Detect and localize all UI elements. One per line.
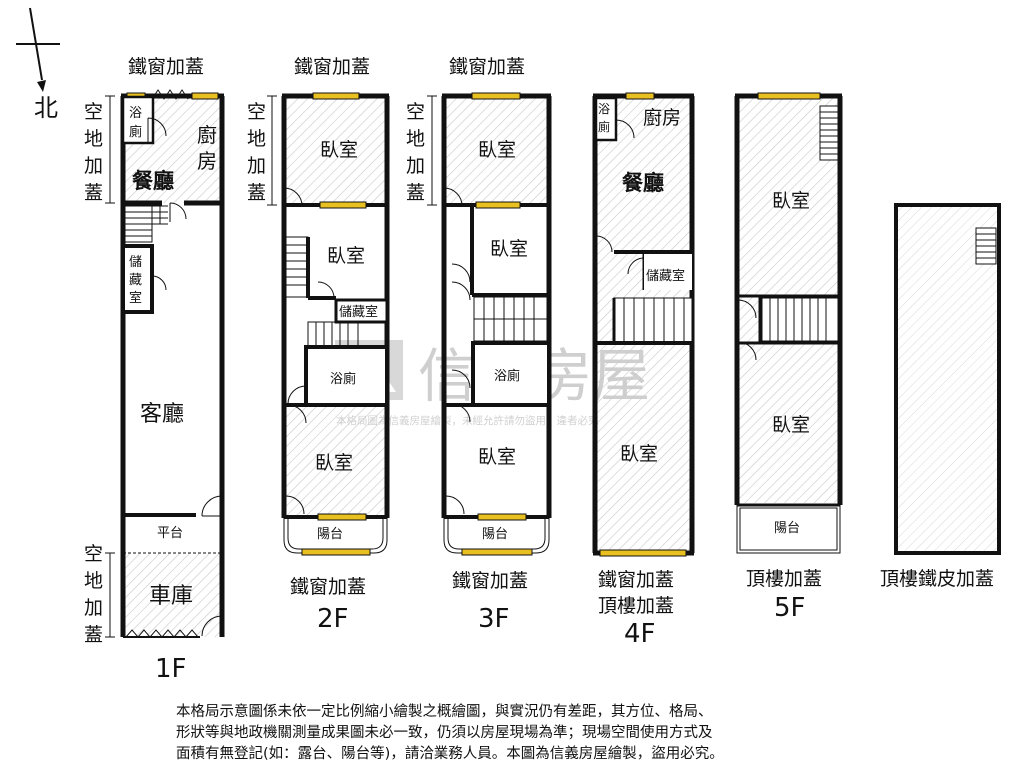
f2-bedroom-2: 臥室	[327, 245, 365, 267]
north-compass: 北	[16, 7, 60, 122]
f4-iron-window-label: 鐵窗加蓋	[598, 569, 674, 591]
f1-storage-label-1: 儲	[129, 255, 142, 270]
f1-bottom-vacant-1: 空	[84, 543, 103, 565]
f3-bedroom-1: 臥室	[478, 139, 516, 161]
f1-garage-label: 車庫	[149, 584, 193, 609]
f1-bath-label-2: 廁	[129, 124, 142, 140]
f1-storage-label-2: 藏	[129, 273, 142, 288]
f4-bedroom-label: 臥室	[620, 443, 658, 465]
f2-bath-label: 浴廁	[330, 371, 356, 387]
f4-rooftop-addition-label: 頂樓加蓋	[598, 595, 674, 617]
f5-balcony-label: 陽台	[774, 521, 800, 536]
f1-kitchen-label-1: 廚	[197, 123, 217, 147]
f4-bath-label-2: 廁	[598, 119, 610, 134]
f1-platform-label: 平台	[157, 526, 183, 541]
f3-bath-label: 浴廁	[494, 368, 520, 384]
f5-rooftop-addition-label: 頂樓加蓋	[746, 568, 822, 590]
f2-balcony-label: 陽台	[317, 527, 343, 542]
floor-1f: 鐵窗加蓋 浴 廁 廚 房 餐廳 儲 藏 室 客廳 平台 車庫 1F 空 地 加 …	[84, 56, 225, 684]
f1-dining-label: 餐廳	[132, 169, 174, 193]
f3-vacant-3: 加	[406, 155, 425, 177]
f3-iron-window-bottom: 鐵窗加蓋	[452, 570, 528, 592]
f3-vacant-4: 蓋	[406, 182, 425, 204]
f1-bottom-vacant-4: 蓋	[84, 624, 103, 646]
roof-plan: 頂樓鐵皮加蓋	[880, 203, 1001, 590]
f5-bedroom-2: 臥室	[772, 414, 810, 436]
f1-kitchen-label-2: 房	[197, 149, 217, 173]
f1-top-vacant-1: 空	[84, 101, 103, 123]
f3-balcony-label: 陽台	[482, 527, 508, 542]
f3-bedroom-2: 臥室	[490, 238, 528, 260]
f3-floor-label: 3F	[478, 604, 510, 634]
f2-vacant-3: 加	[247, 155, 266, 177]
f2-iron-window-bottom: 鐵窗加蓋	[290, 576, 366, 598]
roof-label: 頂樓鐵皮加蓋	[880, 568, 994, 590]
f2-vacant-1: 空	[247, 101, 266, 123]
f3-bedroom-3: 臥室	[478, 446, 516, 468]
f1-living-label: 客廳	[140, 402, 184, 427]
f2-iron-window-top: 鐵窗加蓋	[294, 56, 370, 78]
watermark-notice: 本格局圖為信義房屋繪製，未經允許請勿盜用，違者必究	[336, 414, 599, 427]
f2-bedroom-3: 臥室	[315, 452, 353, 474]
floor-5f: 臥室 臥室 陽台 頂樓加蓋 5F	[734, 92, 843, 623]
f4-kitchen-label: 廚房	[643, 106, 681, 129]
disclaimer-text: 本格局示意圖係未依一定比例縮小繪製之概繪圖，與實況仍有差距，其方位、格局、 形狀…	[176, 704, 724, 762]
floor-3f: 鐵窗加蓋 空 地 加 蓋 臥室 臥室 浴廁 臥室 陽台 鐵窗加蓋 3F	[406, 56, 552, 634]
f1-bottom-vacant-3: 加	[84, 597, 103, 619]
f2-storage-label: 儲藏室	[339, 304, 378, 320]
north-label: 北	[34, 94, 58, 122]
f5-floor-label: 5F	[774, 593, 806, 623]
f1-top-vacant-4: 蓋	[84, 182, 103, 204]
f1-floor-label: 1F	[155, 654, 187, 684]
f1-top-vacant-2: 地	[84, 128, 103, 150]
f3-iron-window-top: 鐵窗加蓋	[449, 56, 525, 78]
f1-iron-window-label: 鐵窗加蓋	[128, 56, 204, 78]
f4-storage-label: 儲藏室	[646, 268, 685, 284]
f3-vacant-1: 空	[406, 101, 425, 123]
f4-floor-label: 4F	[624, 619, 656, 649]
f5-bedroom-1: 臥室	[772, 190, 810, 212]
f1-bath-label-1: 浴	[129, 106, 142, 121]
f2-vacant-4: 蓋	[247, 182, 266, 204]
floor-4f: 浴 廁 廚房 餐廳 儲藏室 臥室 鐵窗加蓋 頂樓加蓋 4F	[592, 92, 695, 649]
f1-top-vacant-3: 加	[84, 155, 103, 177]
f2-bedroom-1: 臥室	[320, 139, 358, 161]
f4-bath-label-1: 浴	[598, 102, 610, 116]
floor-2f: 鐵窗加蓋 空 地 加 蓋 臥室 臥室 儲藏室 浴廁 臥室 陽台 鐵窗加蓋 2F	[247, 56, 390, 634]
f1-bottom-vacant-2: 地	[84, 570, 103, 592]
f4-dining-label: 餐廳	[622, 171, 664, 195]
f2-vacant-2: 地	[247, 128, 266, 150]
f1-storage-label-3: 室	[129, 290, 142, 306]
f3-vacant-2: 地	[406, 128, 425, 150]
f2-floor-label: 2F	[317, 604, 349, 634]
